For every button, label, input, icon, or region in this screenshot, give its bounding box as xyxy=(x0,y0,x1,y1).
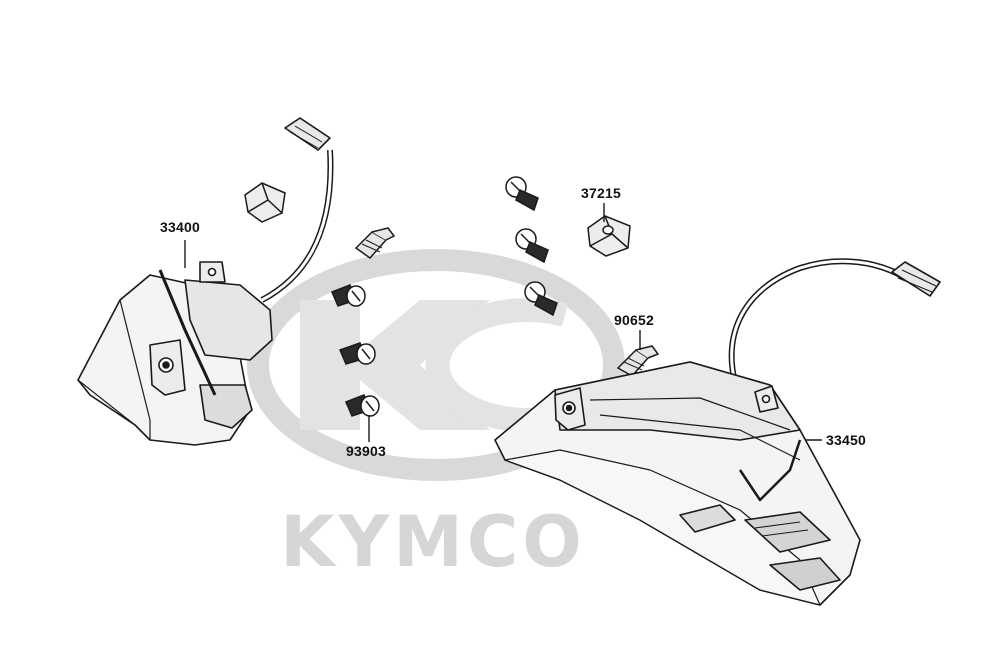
right-turn-signal-33450 xyxy=(494,258,941,606)
screw-3 xyxy=(345,394,380,417)
watermark-c-arc xyxy=(425,298,569,432)
left-push-rivet xyxy=(354,227,396,260)
part-label-93903: 93903 xyxy=(346,443,386,459)
part-label-33450: 33450 xyxy=(826,432,866,448)
left-turn-signal-33400 xyxy=(77,117,334,446)
right-bulb-socket xyxy=(679,504,736,533)
watermark-brand-text: KYMCO xyxy=(280,501,585,583)
right-lower-clip xyxy=(769,557,841,591)
left-wire-clamp xyxy=(244,182,286,223)
screw-2 xyxy=(338,342,376,365)
leader-lines xyxy=(184,203,822,442)
screw-1 xyxy=(331,284,366,307)
right-wire xyxy=(728,258,907,393)
part-label-33400: 33400 xyxy=(160,219,200,235)
kymco-watermark: KYMCO xyxy=(247,249,625,583)
right-screws xyxy=(505,176,558,317)
part-label-37215: 37215 xyxy=(581,185,621,201)
wire-clamp-37215 xyxy=(587,215,631,257)
left-rear-housing xyxy=(184,279,273,361)
left-wire-connector xyxy=(284,117,331,151)
right-terminal-block xyxy=(744,511,831,553)
left-lower-clip xyxy=(199,384,253,429)
push-rivet-90652 xyxy=(616,345,660,377)
part-label-90652: 90652 xyxy=(614,312,654,328)
watermark-outer-ring xyxy=(247,249,625,481)
screws-93903 xyxy=(331,284,380,417)
